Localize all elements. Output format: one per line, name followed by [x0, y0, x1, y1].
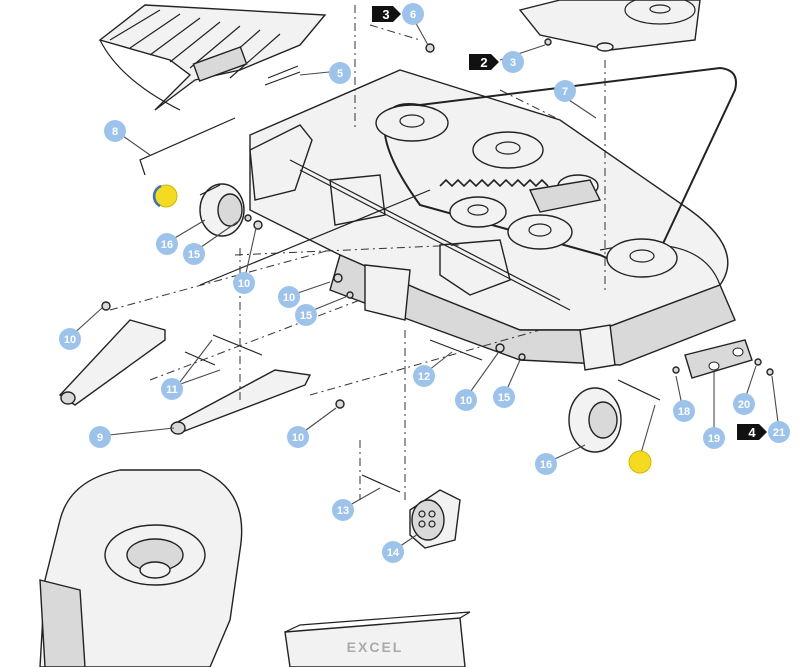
arm-upper [58, 319, 166, 406]
callout-15b-label: 15 [300, 310, 312, 322]
ref-tag-3-label: 3 [382, 7, 389, 22]
callout-15a[interactable]: 15 [183, 243, 205, 265]
mower-deck [199, 66, 737, 371]
fasteners [101, 38, 774, 409]
spindle-housing-inset [39, 469, 243, 667]
callout-8-label: 8 [112, 126, 118, 138]
callout-15a-label: 15 [188, 249, 200, 261]
callout-10d-label: 10 [460, 395, 472, 407]
callout-10c[interactable]: 10 [59, 328, 81, 350]
callout-10a[interactable]: 10 [233, 272, 255, 294]
callout-14-label: 14 [387, 547, 400, 559]
pin-12 [429, 339, 483, 361]
callout-19[interactable]: 19 [703, 427, 725, 449]
ref-tag-2-label: 2 [480, 55, 487, 70]
wheel-16-upper [199, 183, 245, 237]
assembly-lines [109, 5, 606, 500]
callout-15b[interactable]: 15 [295, 304, 317, 326]
callout-16a-label: 16 [161, 239, 173, 251]
callout-16b-label: 16 [540, 459, 552, 471]
callout-11-label: 11 [166, 384, 178, 396]
callout-3[interactable]: 3 [502, 51, 524, 73]
callout-10a-label: 10 [238, 278, 250, 290]
callout-18[interactable]: 18 [673, 400, 695, 422]
bracket-19 [684, 339, 753, 379]
callout-3-label: 3 [510, 57, 516, 69]
excel-logo-box: EXCEL [284, 611, 471, 667]
callout-16b[interactable]: 16 [535, 453, 557, 475]
callout-10b[interactable]: 10 [278, 286, 300, 308]
wheel-16-lower [568, 387, 622, 453]
callout-6[interactable]: 6 [402, 3, 424, 25]
roller-14 [409, 489, 461, 549]
callout-9[interactable]: 9 [89, 426, 111, 448]
marker-yellow-lower [628, 450, 652, 474]
callout-10d[interactable]: 10 [455, 389, 477, 411]
pin-18 [617, 379, 661, 401]
callout-11[interactable]: 11 [161, 378, 183, 400]
arm-lower [170, 369, 312, 435]
callout-20[interactable]: 20 [733, 393, 755, 415]
callout-10e-label: 10 [292, 432, 304, 444]
callout-13-label: 13 [337, 505, 349, 517]
callout-15c[interactable]: 15 [493, 386, 515, 408]
ref-tag-2[interactable]: 2 [469, 54, 499, 70]
ref-tag-3[interactable]: 3 [372, 6, 401, 22]
callout-14[interactable]: 14 [382, 541, 404, 563]
callout-15c-label: 15 [498, 392, 510, 404]
callout-5-label: 5 [337, 68, 343, 80]
pin-11b [184, 351, 216, 366]
rod-part-8 [139, 117, 236, 176]
ref-tag-4[interactable]: 4 [737, 424, 767, 440]
callout-10c-label: 10 [64, 334, 76, 346]
pin-11a [212, 334, 263, 356]
callout-20-label: 20 [738, 399, 750, 411]
callout-12[interactable]: 12 [413, 365, 435, 387]
callout-10b-label: 10 [283, 292, 295, 304]
pin-13 [361, 474, 401, 493]
callout-18-label: 18 [678, 406, 690, 418]
callout-8[interactable]: 8 [104, 120, 126, 142]
callout-13[interactable]: 13 [332, 499, 354, 521]
marker-blue-arc [152, 184, 162, 208]
callout-12-label: 12 [418, 371, 430, 383]
excel-logo-text: EXCEL [347, 639, 404, 655]
handle-frame [98, 4, 327, 111]
callout-9-label: 9 [97, 432, 103, 444]
deck-cover [518, 0, 701, 52]
callout-16a[interactable]: 16 [156, 233, 178, 255]
callout-21-label: 21 [773, 427, 785, 439]
callout-7-label: 7 [562, 86, 568, 98]
callout-10e[interactable]: 10 [287, 426, 309, 448]
ref-tag-4-label: 4 [748, 425, 756, 440]
callout-19-label: 19 [708, 433, 720, 445]
callout-7[interactable]: 7 [554, 80, 576, 102]
callout-21[interactable]: 21 [768, 421, 790, 443]
callout-5[interactable]: 5 [329, 62, 351, 84]
callout-6-label: 6 [410, 9, 416, 21]
